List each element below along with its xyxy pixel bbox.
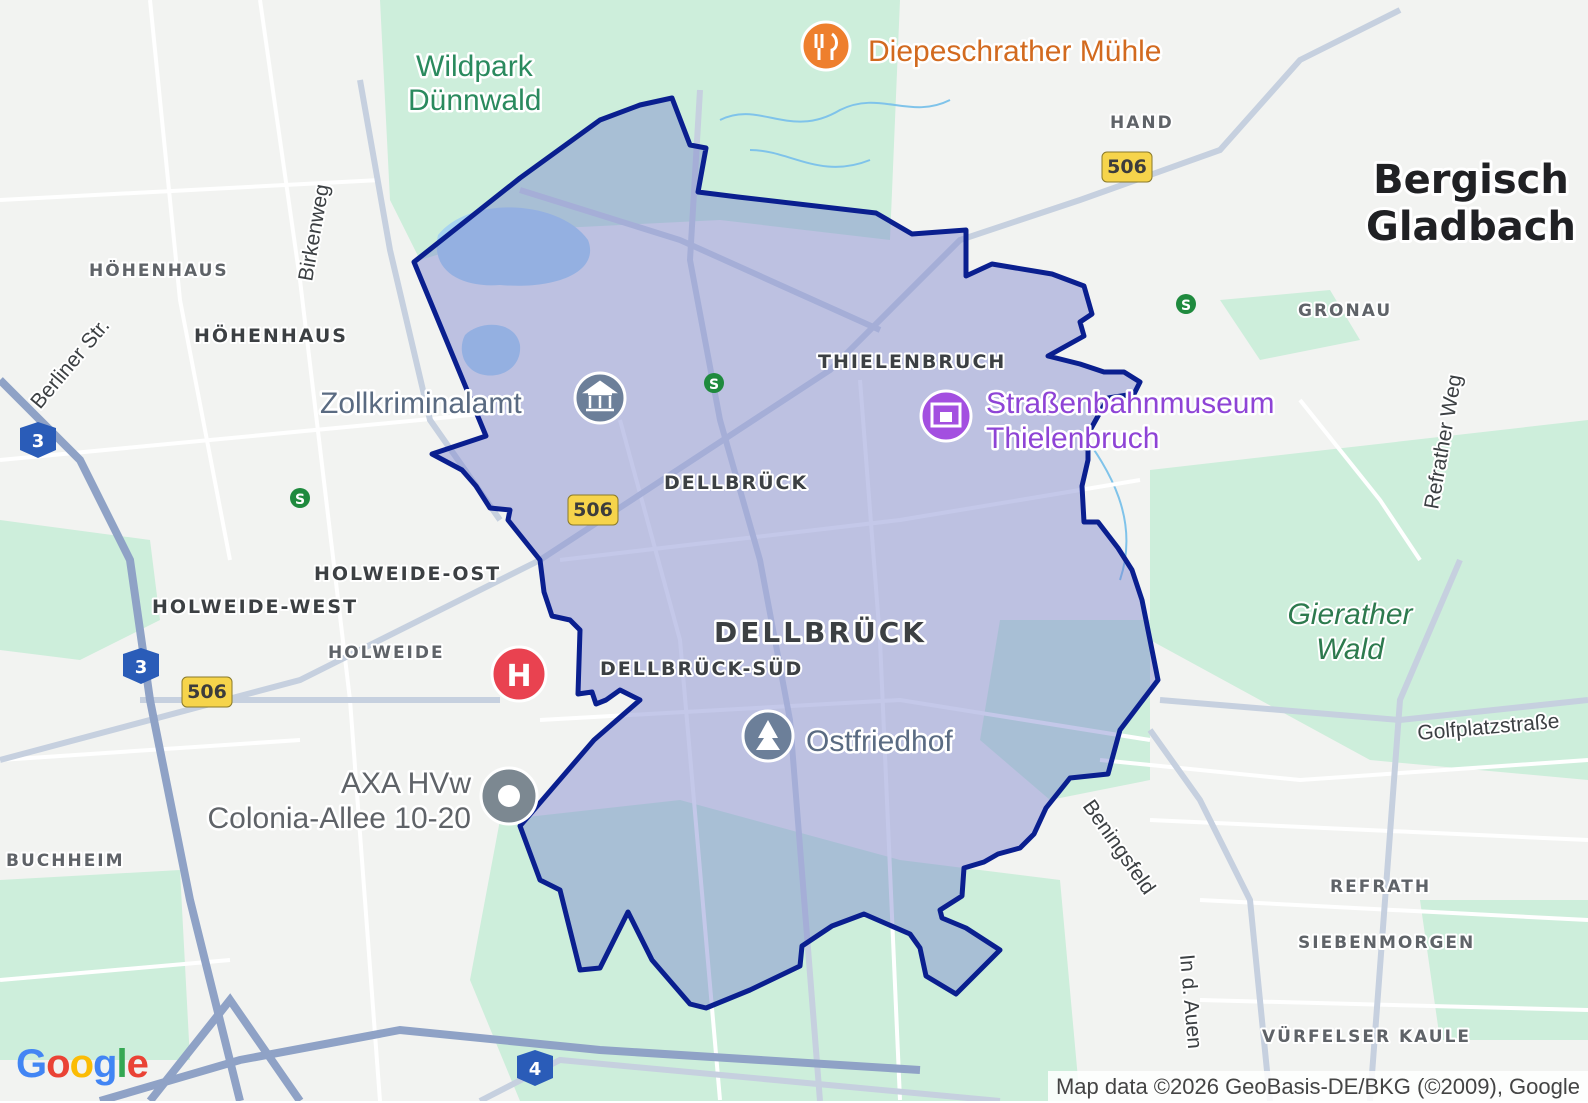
route-shield-506-left: 506 — [181, 676, 233, 708]
district-label-vuerfelser-kaule: VÜRFELSER KAULE — [1262, 1025, 1471, 1047]
district-label-thielenbruch: THIELENBRUCH — [818, 351, 1006, 373]
svg-text:S: S — [295, 492, 305, 508]
route-shield-506-top: 506 — [1101, 151, 1153, 183]
district-label-hoehenhaus: HÖHENHAUS — [194, 323, 348, 347]
logo-letter: g — [93, 1042, 117, 1086]
poi-label-wildpark-line2[interactable]: Dünnwald — [406, 82, 544, 120]
water-bodies — [436, 207, 591, 376]
logo-letter: o — [46, 1042, 70, 1086]
forest-label-gierather-line2: Wald — [1316, 633, 1385, 666]
cemetery-icon[interactable] — [741, 709, 795, 763]
district-label-hoehenhaus-small: HÖHENHAUS — [89, 259, 229, 281]
poi-label-axa-line1[interactable]: AXA HVw — [338, 765, 473, 803]
district-label-dellbrueck-sued: DELLBRÜCK-SÜD — [600, 656, 803, 680]
district-label-hand: HAND — [1110, 113, 1174, 133]
city-label-bergisch: Bergisch — [1373, 157, 1569, 203]
s-bahn-icon[interactable]: S — [704, 373, 724, 393]
svg-text:S: S — [709, 377, 719, 393]
district-label-holweide: HOLWEIDE — [328, 643, 445, 663]
s-bahn-icon[interactable]: S — [1176, 294, 1196, 314]
poi-label-zollkriminalamt[interactable]: Zollkriminalamt — [318, 385, 525, 423]
svg-text:506: 506 — [1107, 156, 1147, 178]
route-shield-506-mid: 506 — [567, 494, 619, 526]
location-pin-icon[interactable] — [479, 766, 539, 826]
logo-letter: e — [126, 1042, 149, 1086]
poi-label-diepeschrather-muehle[interactable]: Diepeschrather Mühle — [866, 33, 1164, 71]
poi-label-wildpark-line1[interactable]: Wildpark — [414, 48, 537, 86]
poi-label-strassenbahnmuseum-line2[interactable]: Thielenbruch — [984, 420, 1162, 458]
highway-shield-a4: 4 — [517, 1050, 553, 1086]
city-label-gladbach: Gladbach — [1366, 204, 1576, 250]
restaurant-icon[interactable] — [800, 20, 852, 72]
logo-letter: o — [69, 1042, 94, 1086]
hospital-icon[interactable]: H — [490, 645, 548, 703]
major-roads — [0, 7, 1588, 1101]
svg-text:4: 4 — [529, 1059, 542, 1080]
forest-label-gierather-line1: Gierather — [1287, 598, 1413, 631]
district-label-buchheim: BUCHHEIM — [6, 851, 125, 871]
poi-label-axa-line2[interactable]: Colonia-Allee 10-20 — [205, 800, 474, 838]
museum-icon[interactable] — [919, 389, 973, 443]
svg-text:3: 3 — [32, 431, 45, 452]
map-attribution[interactable]: Map data ©2026 GeoBasis-DE/BKG (©2009), … — [1047, 1071, 1588, 1101]
poi-label-ostfriedhof[interactable]: Ostfriedhof — [804, 723, 956, 761]
logo-letter: l — [116, 1042, 127, 1086]
svg-text:H: H — [506, 659, 531, 694]
svg-text:506: 506 — [187, 681, 227, 703]
svg-text:S: S — [1181, 298, 1191, 314]
district-label-holweide-ost: HOLWEIDE-OST — [314, 563, 501, 585]
s-bahn-icon[interactable]: S — [290, 488, 310, 508]
svg-text:506: 506 — [573, 499, 613, 521]
district-boundary-dellbrueck[interactable] — [411, 95, 1161, 1011]
district-label-holweide-west: HOLWEIDE-WEST — [152, 596, 358, 618]
highway-shield-a3-top: 3 — [20, 422, 56, 458]
logo-letter: G — [16, 1042, 47, 1086]
district-label-dellbrueck: DELLBRÜCK — [714, 615, 927, 649]
highways — [0, 377, 921, 1101]
poi-label-strassenbahnmuseum-line1[interactable]: Straßenbahnmuseum — [984, 385, 1278, 423]
district-label-refrath: REFRATH — [1330, 877, 1431, 897]
district-label-dellbrueck-small: DELLBRÜCK — [664, 470, 808, 494]
district-label-gronau: GRONAU — [1298, 301, 1392, 321]
google-logo[interactable]: Google — [16, 1042, 149, 1087]
svg-text:3: 3 — [135, 657, 148, 678]
highway-shield-a3-bottom: 3 — [123, 648, 159, 684]
government-building-icon[interactable] — [573, 364, 627, 425]
district-label-siebenmorgen: SIEBENMORGEN — [1298, 933, 1475, 953]
